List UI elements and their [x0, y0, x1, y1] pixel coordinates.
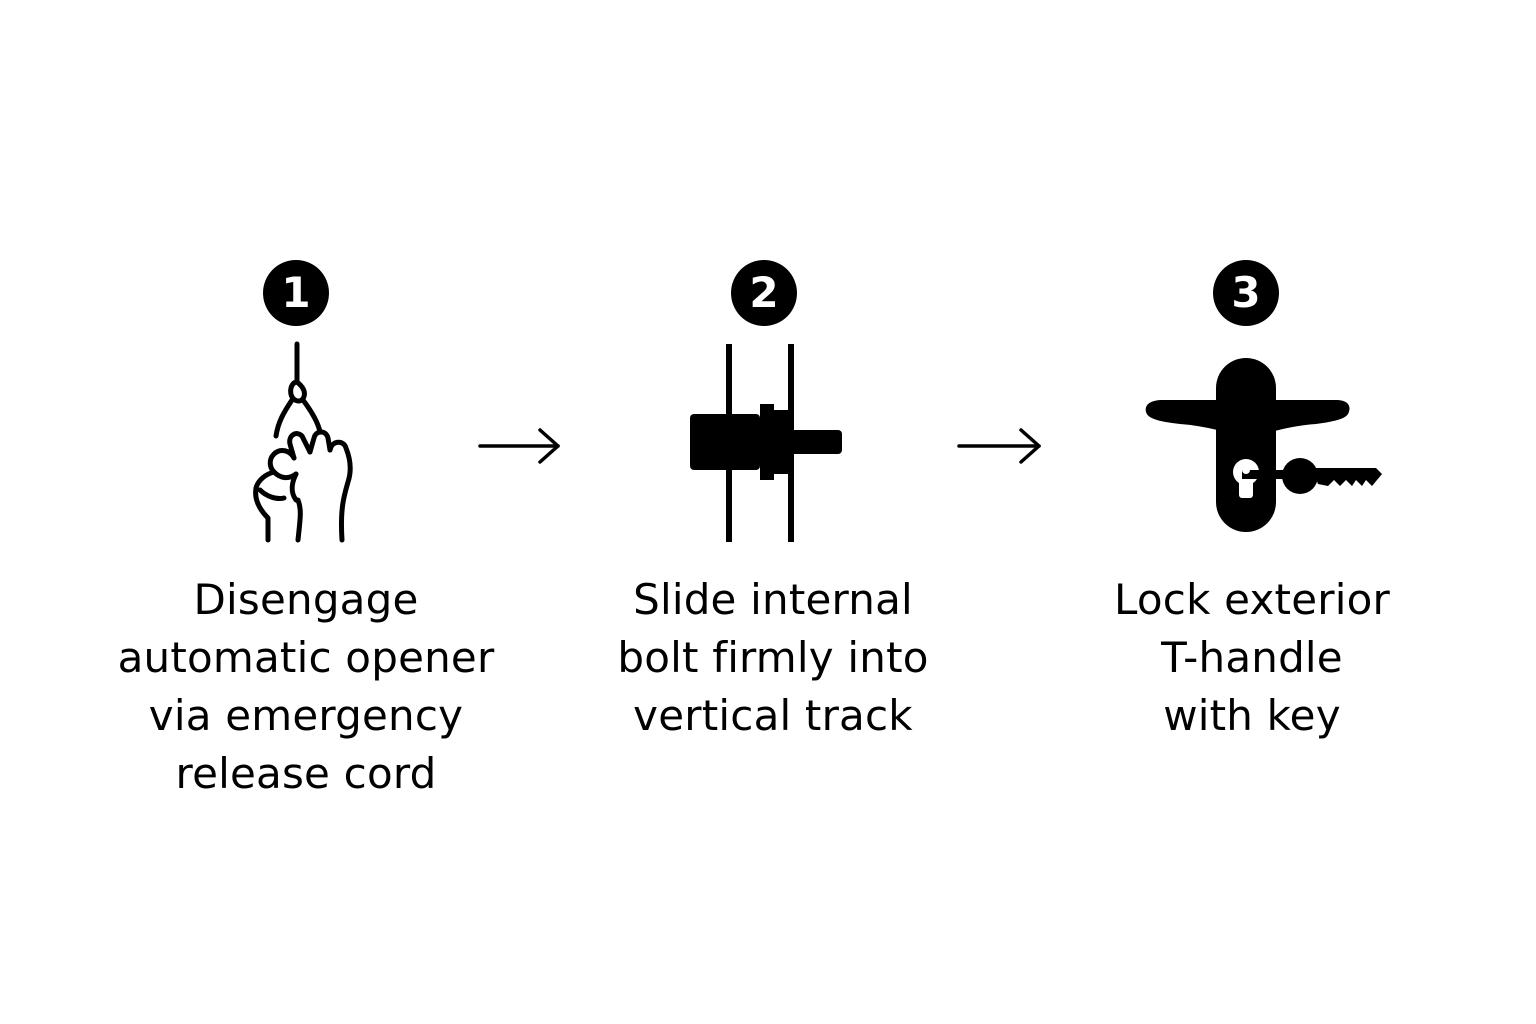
hand-pulling-cord-icon: [253, 341, 353, 543]
step-1-caption-line: automatic opener: [117, 633, 495, 682]
step-3-caption-line: Lock exterior: [1114, 575, 1390, 624]
step-2-number-badge: 2: [731, 260, 797, 326]
step-1-number-badge: 1: [263, 260, 329, 326]
right-arrow-icon: [478, 428, 560, 464]
step-3-caption-line: with key: [1163, 691, 1341, 740]
step-1-caption-line: release cord: [175, 749, 437, 798]
t-handle-key-icon: [1145, 358, 1382, 532]
right-arrow-icon: [957, 428, 1041, 464]
sliding-bolt-icon: [690, 344, 842, 542]
step-3-caption: Lock exterior T-handle with key: [1022, 571, 1482, 745]
step-1-caption-line: Disengage: [193, 575, 419, 624]
step-2-caption-line: bolt firmly into: [617, 633, 929, 682]
step-2-caption: Slide internal bolt firmly into vertical…: [543, 571, 1003, 745]
step-3-number-badge: 3: [1213, 260, 1279, 326]
step-2-caption-line: Slide internal: [633, 575, 913, 624]
step-2-caption-line: vertical track: [633, 691, 913, 740]
step-3-caption-line: T-handle: [1161, 633, 1343, 682]
step-1-caption-line: via emergency: [148, 691, 464, 740]
step-1-caption: Disengage automatic opener via emergency…: [76, 571, 536, 803]
